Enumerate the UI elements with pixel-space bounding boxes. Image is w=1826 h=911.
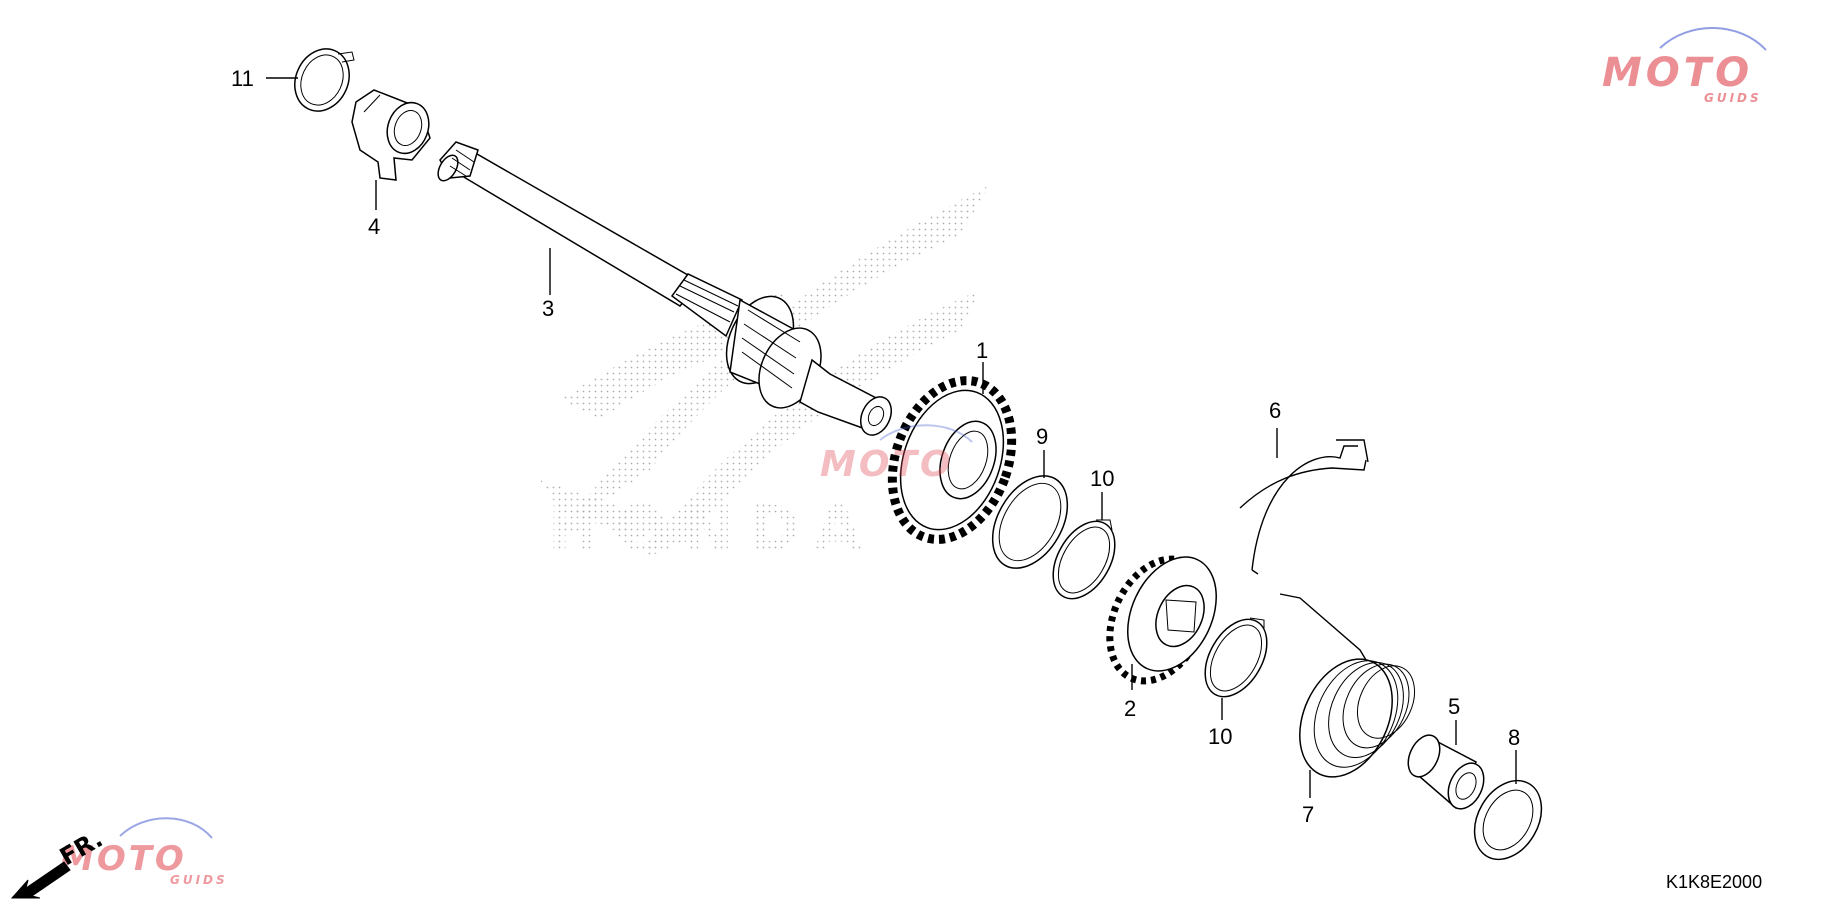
part-8-washer [1473,779,1543,861]
callout-9: 9 [1036,424,1048,449]
front-marker: MOTO GUIDS FR. [10,817,228,899]
part-3-spindle [437,141,892,436]
callout-8: 8 [1508,725,1520,750]
part-7-spring [1279,593,1416,778]
site-logo-text: MOTO [1602,50,1753,96]
site-logo-top-right: MOTO GUIDS [1602,27,1767,105]
diagram-code: K1K8E2000 [1666,872,1762,892]
part-11-circlip [294,48,355,112]
callout-6: 6 [1269,398,1281,423]
callout-10-upper: 10 [1090,466,1114,491]
callout-7: 7 [1302,802,1314,827]
leader-lines [266,77,1517,798]
honda-word-watermark: HONDA [548,492,878,565]
front-arrow-icon [10,861,71,899]
callout-11: 11 [231,66,254,91]
part-9-washer [991,475,1069,569]
callout-2: 2 [1124,696,1136,721]
part-6-spring-hook [1239,439,1369,575]
site-logo-sub: GUIDS [1704,91,1762,105]
site-logo-center-text: MOTO [820,444,954,485]
site-logo-bottom-sub: GUIDS [170,873,228,887]
part-4-collar [351,89,431,181]
callout-4: 4 [368,214,380,239]
callout-10-lower: 10 [1208,724,1232,749]
part-1-gear [887,376,1017,544]
callout-5: 5 [1448,694,1460,719]
callout-1: 1 [976,338,988,363]
part-10-circlip-upper [1052,519,1116,600]
part-5-collar [1407,734,1485,810]
part-2-ratchet [1106,555,1217,685]
site-logo-center: MOTO [820,424,973,485]
callout-3: 3 [542,296,554,321]
site-logo-bottom-text: MOTO [60,839,187,879]
part-10-circlip-lower [1204,617,1268,698]
callout-numbers: 11 4 3 1 9 10 6 2 10 7 5 8 [231,66,1520,827]
